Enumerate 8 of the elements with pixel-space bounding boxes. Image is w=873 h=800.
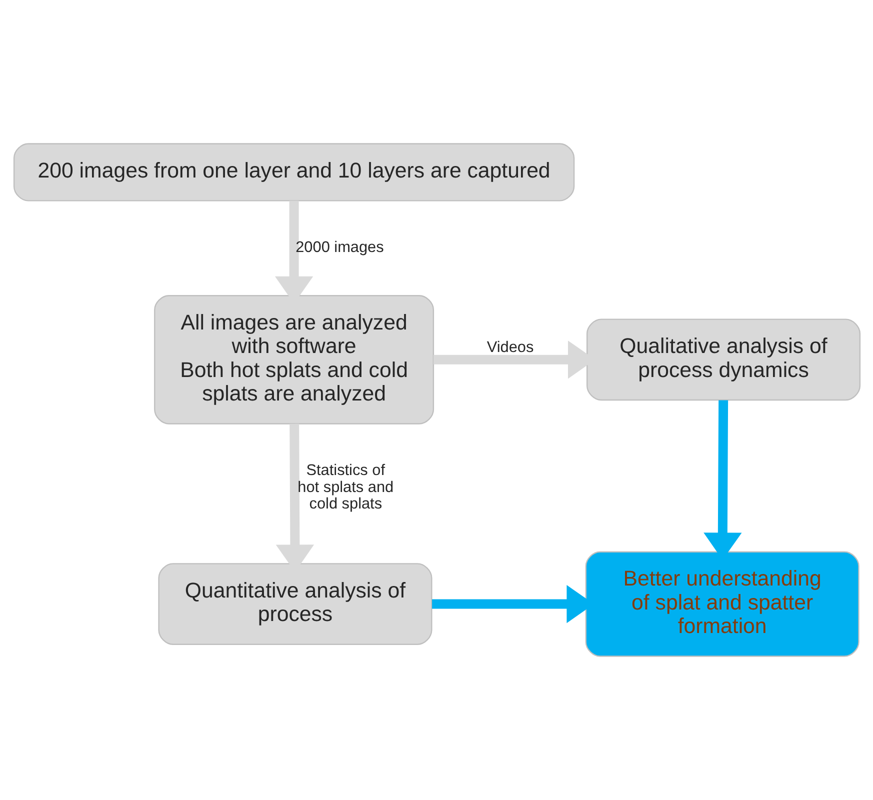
node-box: Quantitative analysis of process xyxy=(158,563,432,645)
node-box: All images are analyzed with software Both hot splats and cold splats are analyzed xyxy=(154,295,434,424)
edge-label: Statistics of hot splats and cold splats xyxy=(297,462,394,512)
edge-label: Videos xyxy=(486,338,534,356)
edge-label: 2000 images xyxy=(295,239,384,256)
node-box: 200 images from one layer and 10 layers are captured xyxy=(12,143,574,202)
node-box: Qualitative analysis of process dynamics xyxy=(586,318,860,401)
node-box: Better understanding of splat and spatter formation xyxy=(584,551,859,657)
